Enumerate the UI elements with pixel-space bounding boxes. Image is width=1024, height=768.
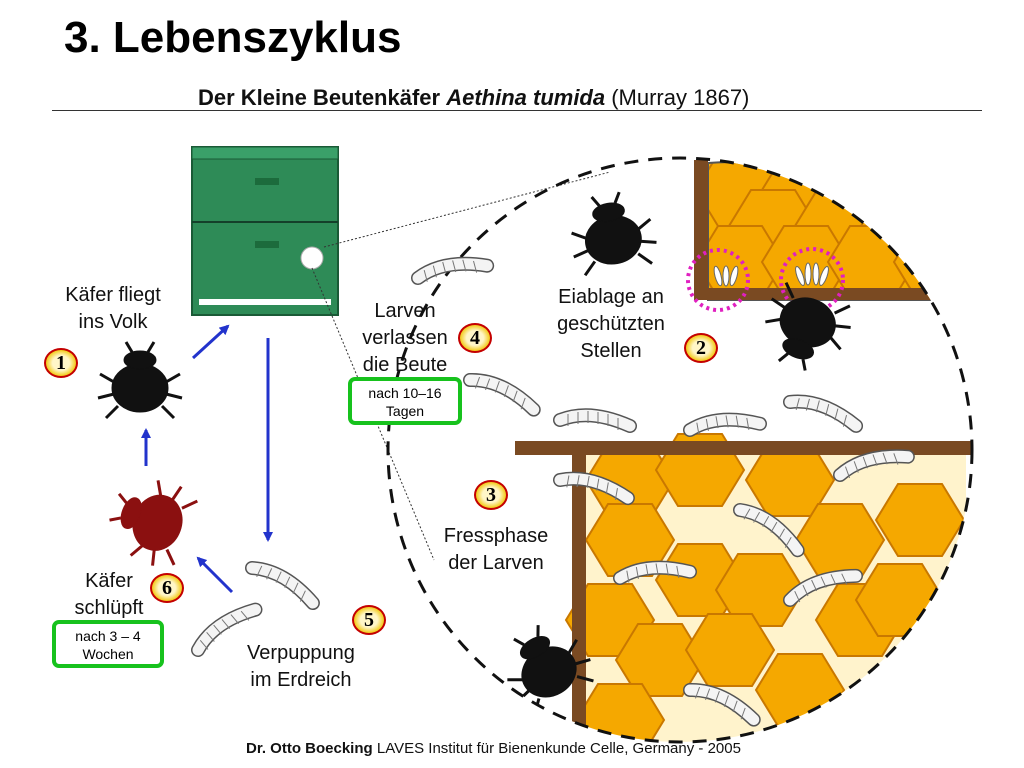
stage-6-label: Käfer schlüpft [54, 568, 164, 622]
credit-footer: Dr. Otto Boecking LAVES Institut für Bie… [246, 739, 741, 759]
stage-3-label: Fressphase der Larven [424, 523, 568, 577]
duration-box-stage-6: nach 3 – 4 Wochen [52, 620, 164, 668]
stage-1-badge: 1 [44, 348, 78, 378]
stage-1-label: Käfer fliegt ins Volk [48, 282, 178, 336]
stage-2-line-1: Eiablage an [558, 286, 664, 308]
diagram-subtitle: Der Kleine Beutenkäfer Aethina tumida (M… [198, 84, 749, 112]
egg-cluster [713, 262, 829, 287]
stage-3-badge: 3 [474, 480, 508, 510]
stage-5-label: Verpuppung im Erdreich [226, 640, 376, 694]
duration-stage-6-line-2: Wochen [82, 646, 134, 662]
comb-zoom-view [467, 160, 972, 742]
slide-title: 3. Lebenszyklus [64, 13, 402, 62]
egg-laying-comb [708, 162, 958, 300]
subtitle-prefix: Der Kleine Beutenkäfer [198, 85, 447, 110]
egg-marker-left [686, 248, 750, 312]
arrow-to-hatching [196, 556, 234, 594]
larva-leaving-icon [416, 251, 489, 287]
frame-top-bar [515, 441, 972, 455]
stage-2-label: Eiablage an geschützten Stellen [536, 284, 686, 365]
stage-4-label: Larven verlassen die Beute [346, 298, 464, 379]
frame-side-bar [572, 441, 586, 742]
stage-4-badge: 4 [458, 323, 492, 353]
stage-5-badge: 5 [352, 605, 386, 635]
beetle-hatching-icon [98, 466, 202, 574]
stage-3-line-1: Fressphase [443, 525, 549, 547]
subtitle-species: Aethina tumida [446, 85, 606, 110]
stage-4-line-1: Larven [374, 300, 436, 322]
duration-box-stage-4: nach 10–16 Tagen [348, 377, 462, 425]
stage-4-line-3: die Beute [362, 354, 448, 376]
stage-6-line-1: Käfer [85, 570, 133, 592]
duration-stage-4-line-1: nach 10–16 [368, 385, 442, 401]
beehive-icon [191, 146, 339, 316]
stage-2-line-3: Stellen [580, 340, 642, 362]
stage-6-line-2: schlüpft [74, 597, 144, 619]
stage-2-line-2: geschützten [557, 313, 665, 335]
beetle-egg-laying-icon [562, 185, 662, 279]
subtitle-author: (Murray 1867) [605, 85, 750, 110]
stage-3-line-2: der Larven [448, 552, 544, 574]
cycle-arrows [141, 324, 273, 594]
stage-5-line-2: im Erdreich [250, 669, 352, 691]
duration-stage-6-line-1: nach 3 – 4 [75, 628, 141, 644]
stage-2-badge: 2 [684, 333, 718, 363]
footer-institute: LAVES Institut für Bienenkunde Celle, Ge… [372, 740, 741, 757]
duration-stage-4-line-2: Tagen [385, 403, 425, 419]
stage-1-line-2: ins Volk [78, 311, 148, 333]
zoom-circle-outline [386, 156, 974, 744]
footer-author: Dr. Otto Boecking [246, 740, 373, 757]
egg-marker-right [779, 247, 845, 313]
arrow-to-hive [191, 324, 230, 360]
stage-5-line-1: Verpuppung [247, 642, 355, 664]
feeding-comb [565, 433, 966, 742]
stage-1-line-1: Käfer fliegt [65, 284, 161, 306]
stage-4-line-2: verlassen [362, 327, 448, 349]
beetle-adult-icon [96, 340, 184, 420]
stage-6-badge: 6 [150, 573, 184, 603]
title-divider [52, 110, 982, 111]
